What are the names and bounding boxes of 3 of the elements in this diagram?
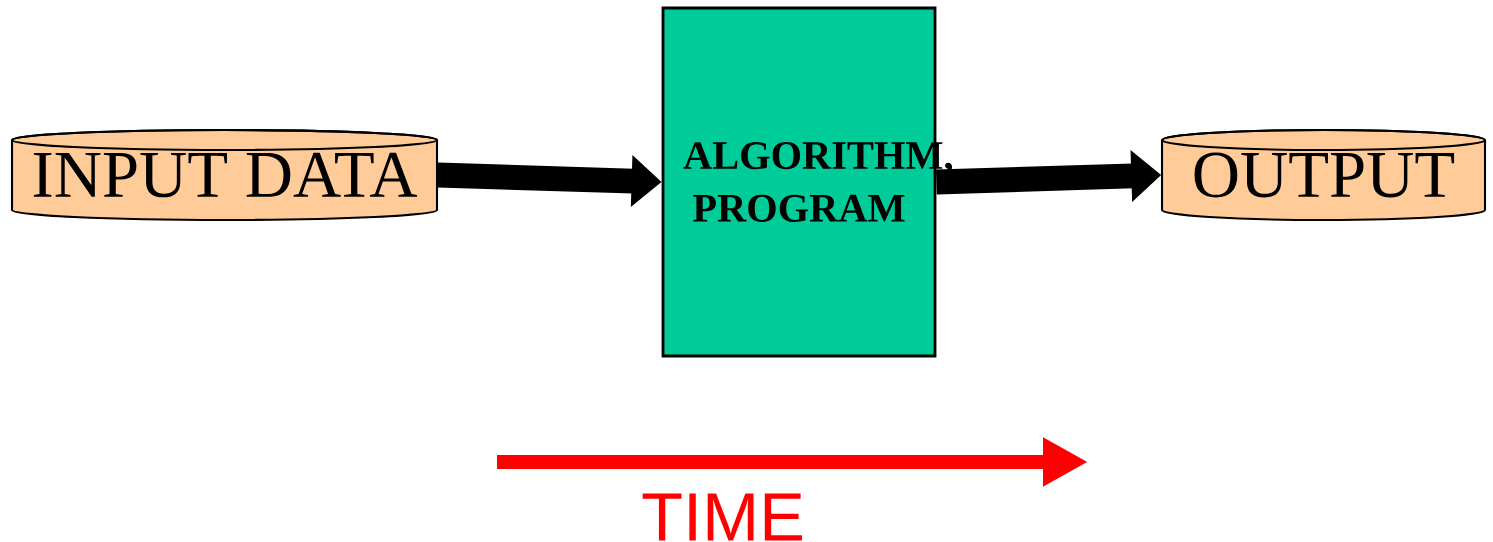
database-cylinder: OUTPUT — [1160, 128, 1487, 222]
time-label: TIME — [642, 493, 802, 541]
database-cylinder: INPUT DATA — [10, 128, 439, 222]
